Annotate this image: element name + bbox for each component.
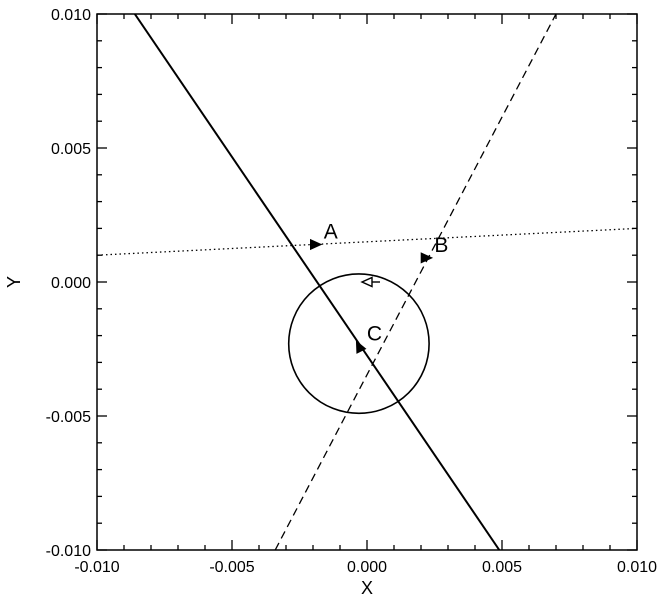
- series-line-dashed: [274, 14, 557, 550]
- ticks: [96, 13, 638, 551]
- arrow-marker-b: [420, 252, 434, 264]
- x-tick-label: 0.000: [347, 559, 387, 576]
- point-label-b: B: [434, 234, 448, 257]
- y-axis-label: Y: [4, 276, 24, 288]
- y-tick-label: 0.000: [51, 275, 91, 292]
- plot-circle-group: [287, 273, 430, 415]
- circle-path: [287, 273, 430, 415]
- plot-lines: [97, 14, 637, 550]
- arrow-marker-a: [310, 238, 323, 251]
- x-tick-label: -0.010: [74, 559, 119, 576]
- arrow-marker-origin: [360, 276, 373, 288]
- series-line-dotted: [97, 227, 637, 256]
- series-line-solid: [133, 14, 501, 550]
- point-label-c: C: [367, 322, 382, 345]
- tick-labels: -0.010 -0.005 0.000 0.005 0.010 -0.010 -0.005 0…: [46, 7, 657, 576]
- y-tick-label: -0.010: [46, 543, 91, 560]
- x-tick-label: 0.010: [617, 559, 657, 576]
- arrow-marker-c: [355, 340, 367, 354]
- x-tick-label: 0.005: [482, 559, 522, 576]
- y-tick-label: -0.005: [46, 409, 91, 426]
- y-tick-label: 0.005: [51, 141, 91, 158]
- point-label-a: A: [324, 220, 338, 243]
- x-axis-label: X: [361, 578, 373, 598]
- x-tick-label: -0.005: [209, 559, 254, 576]
- y-tick-label: 0.010: [51, 7, 91, 24]
- plot-markers: A B C: [310, 220, 448, 354]
